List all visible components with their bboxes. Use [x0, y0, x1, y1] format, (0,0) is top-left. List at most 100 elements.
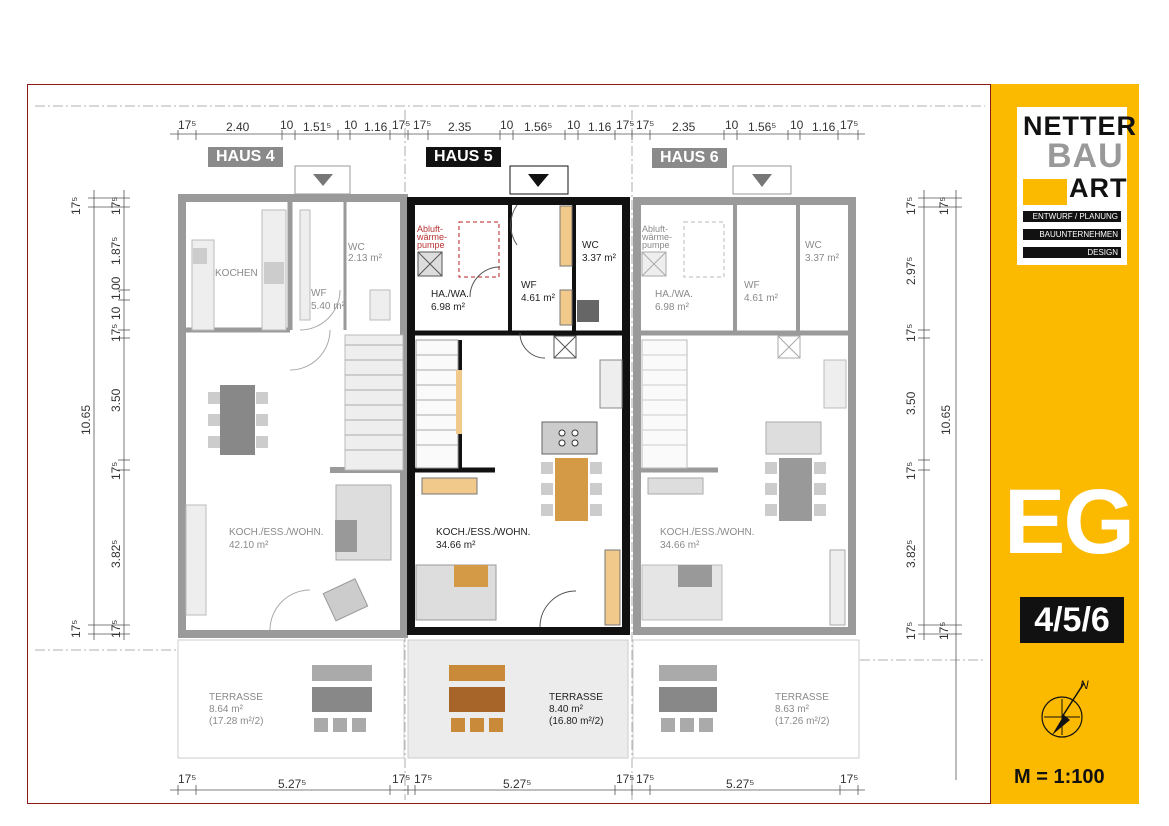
dim-top-1: 2.40: [226, 120, 250, 134]
dim-bottom-0: 17⁵: [178, 772, 196, 786]
label-h5-main-area: 34.66 m²: [436, 540, 476, 551]
label-h4-main-area: 42.10 m²: [229, 540, 269, 551]
dim-top-18: 10: [790, 118, 804, 132]
label-h6-wc: WC: [805, 240, 822, 251]
dim-top-14: 17⁵: [636, 118, 654, 132]
label-h6-wc-area: 3.37 m²: [805, 253, 840, 264]
logo-tag-design: DESIGN: [1023, 247, 1121, 258]
dim-top-6: 17⁵: [392, 118, 410, 132]
dim-left-8: 17⁵: [69, 620, 83, 638]
dim-right-1: 17⁵: [937, 197, 951, 215]
label-h6-terrasse-area: 8.63 m²: [775, 704, 810, 715]
dim-bottom-6: 17⁵: [636, 772, 654, 786]
dim-right-9: 17⁵: [937, 622, 951, 640]
label-h4-main: KOCH./ESS./WOHN.: [229, 527, 323, 538]
label-h6-terrasse: TERRASSE: [775, 692, 829, 703]
dim-top-12: 1.16: [588, 120, 612, 134]
dim-bottom-3: 17⁵: [414, 772, 432, 786]
label-h4-terrasse-area: 8.64 m²: [209, 704, 244, 715]
dim-top-20: 17⁵: [840, 118, 858, 132]
label-h6-terrasse-half: (17.26 m²/2): [775, 716, 829, 727]
label-h6-ha-area: 6.98 m²: [655, 302, 690, 313]
dim-left-2: 1.00: [109, 276, 123, 300]
label-h4-kochen: KOCHEN: [215, 268, 258, 279]
dim-top-4: 10: [344, 118, 358, 132]
svg-text:pumpe: pumpe: [642, 240, 670, 250]
dim-bottom-4: 5.27⁵: [503, 777, 531, 791]
label-h4-wc: WC: [348, 242, 365, 253]
dim-top-0: 17⁵: [178, 118, 196, 132]
dim-right-5: 10.65: [939, 405, 953, 435]
house-numbers: 4/5/6: [1020, 597, 1124, 643]
dim-left-7: 3.82⁵: [109, 540, 123, 568]
label-h5-wf: WF: [521, 280, 537, 291]
dim-bottom-8: 17⁵: [840, 772, 858, 786]
label-h5-wf-area: 4.61 m²: [521, 293, 556, 304]
label-h5-abluft-3: pumpe: [417, 240, 445, 250]
logo-block: [1023, 179, 1067, 205]
dim-left-3: 10: [109, 306, 123, 320]
dim-left-5: 3.50: [109, 388, 123, 412]
dim-top-5: 1.16: [364, 120, 388, 134]
label-h4-wf: WF: [311, 288, 327, 299]
dim-bottom-7: 5.27⁵: [726, 777, 754, 791]
label-h5-terrasse: TERRASSE: [549, 692, 603, 703]
dim-left-10: 10.65: [79, 405, 93, 435]
label-h6-wf-area: 4.61 m²: [744, 293, 779, 304]
label-h4-wf-area: 5.40 m²: [311, 301, 346, 312]
dim-left-9: 17⁵: [109, 620, 123, 638]
dim-right-6: 17⁵: [904, 462, 918, 480]
logo-tag-planung: ENTWURF / PLANUNG: [1023, 211, 1121, 222]
label-h5-ha: HA./WA.: [431, 289, 469, 300]
dim-top-13: 17⁵: [616, 118, 634, 132]
dim-left-0b: 17⁵: [109, 197, 123, 215]
floor-label: EG: [1004, 471, 1135, 573]
dim-top-2: 10: [280, 118, 294, 132]
label-h5-terrasse-area: 8.40 m²: [549, 704, 584, 715]
label-h5-main: KOCH./ESS./WOHN.: [436, 527, 530, 538]
label-h6-ha: HA./WA.: [655, 289, 693, 300]
label-h5-wc-area: 3.37 m²: [582, 253, 617, 264]
svg-text:wärme-: wärme-: [641, 232, 672, 242]
logo-bau: BAU: [1047, 137, 1124, 175]
dim-right-8: 17⁵: [904, 622, 918, 640]
label-h4-terrasse: TERRASSE: [209, 692, 263, 703]
label-h6-main: KOCH./ESS./WOHN.: [660, 527, 754, 538]
dim-top-16: 10: [725, 118, 739, 132]
haus-6-label: HAUS 6: [652, 148, 727, 168]
dim-left-1: 1.87⁵: [109, 237, 123, 265]
dim-right-2: 2.97⁵: [904, 257, 918, 285]
logo-tag-bau: BAUUNTERNEHMEN: [1023, 229, 1121, 240]
logo-netter: NETTER: [1023, 111, 1137, 141]
label-h4-wc-area: 2.13 m²: [348, 253, 383, 264]
dim-top-15: 2.35: [672, 120, 696, 134]
label-h5-abluft-1: Abluft-: [417, 224, 443, 234]
label-h6-main-area: 34.66 m²: [660, 540, 700, 551]
dim-bottom-2: 17⁵: [392, 772, 410, 786]
dim-left-6: 17⁵: [109, 462, 123, 480]
dim-bottom-1: 5.27⁵: [278, 777, 306, 791]
haus-4-label: HAUS 4: [208, 147, 283, 167]
label-h5-abluft-2: wärme-: [416, 232, 447, 242]
dim-right-7: 3.82⁵: [904, 540, 918, 568]
dim-top-8: 2.35: [448, 120, 472, 134]
svg-text:Abluft-: Abluft-: [642, 224, 668, 234]
dim-right-0: 17⁵: [904, 197, 918, 215]
dim-top-11: 10: [567, 118, 581, 132]
dim-right-3: 17⁵: [904, 324, 918, 342]
svg-text:N: N: [1080, 678, 1089, 692]
north-arrow-icon: N: [1041, 678, 1089, 738]
dim-top-10: 1.56⁵: [524, 120, 552, 134]
label-h5-wc: WC: [582, 240, 599, 251]
company-logo: NETTER BAU ART ENTWURF / PLANUNG BAUUNTE…: [1017, 107, 1136, 265]
label-h6-wf: WF: [744, 280, 760, 291]
scale-label: M = 1:100: [1014, 766, 1105, 788]
label-h5-ha-area: 6.98 m²: [431, 302, 466, 313]
haus-5-label: HAUS 5: [426, 147, 501, 167]
dim-bottom-5: 17⁵: [616, 772, 634, 786]
dim-top-19: 1.16: [812, 120, 836, 134]
label-h5-terrasse-half: (16.80 m²/2): [549, 716, 603, 727]
dim-left-4: 17⁵: [109, 324, 123, 342]
dim-top-7: 17⁵: [413, 118, 431, 132]
